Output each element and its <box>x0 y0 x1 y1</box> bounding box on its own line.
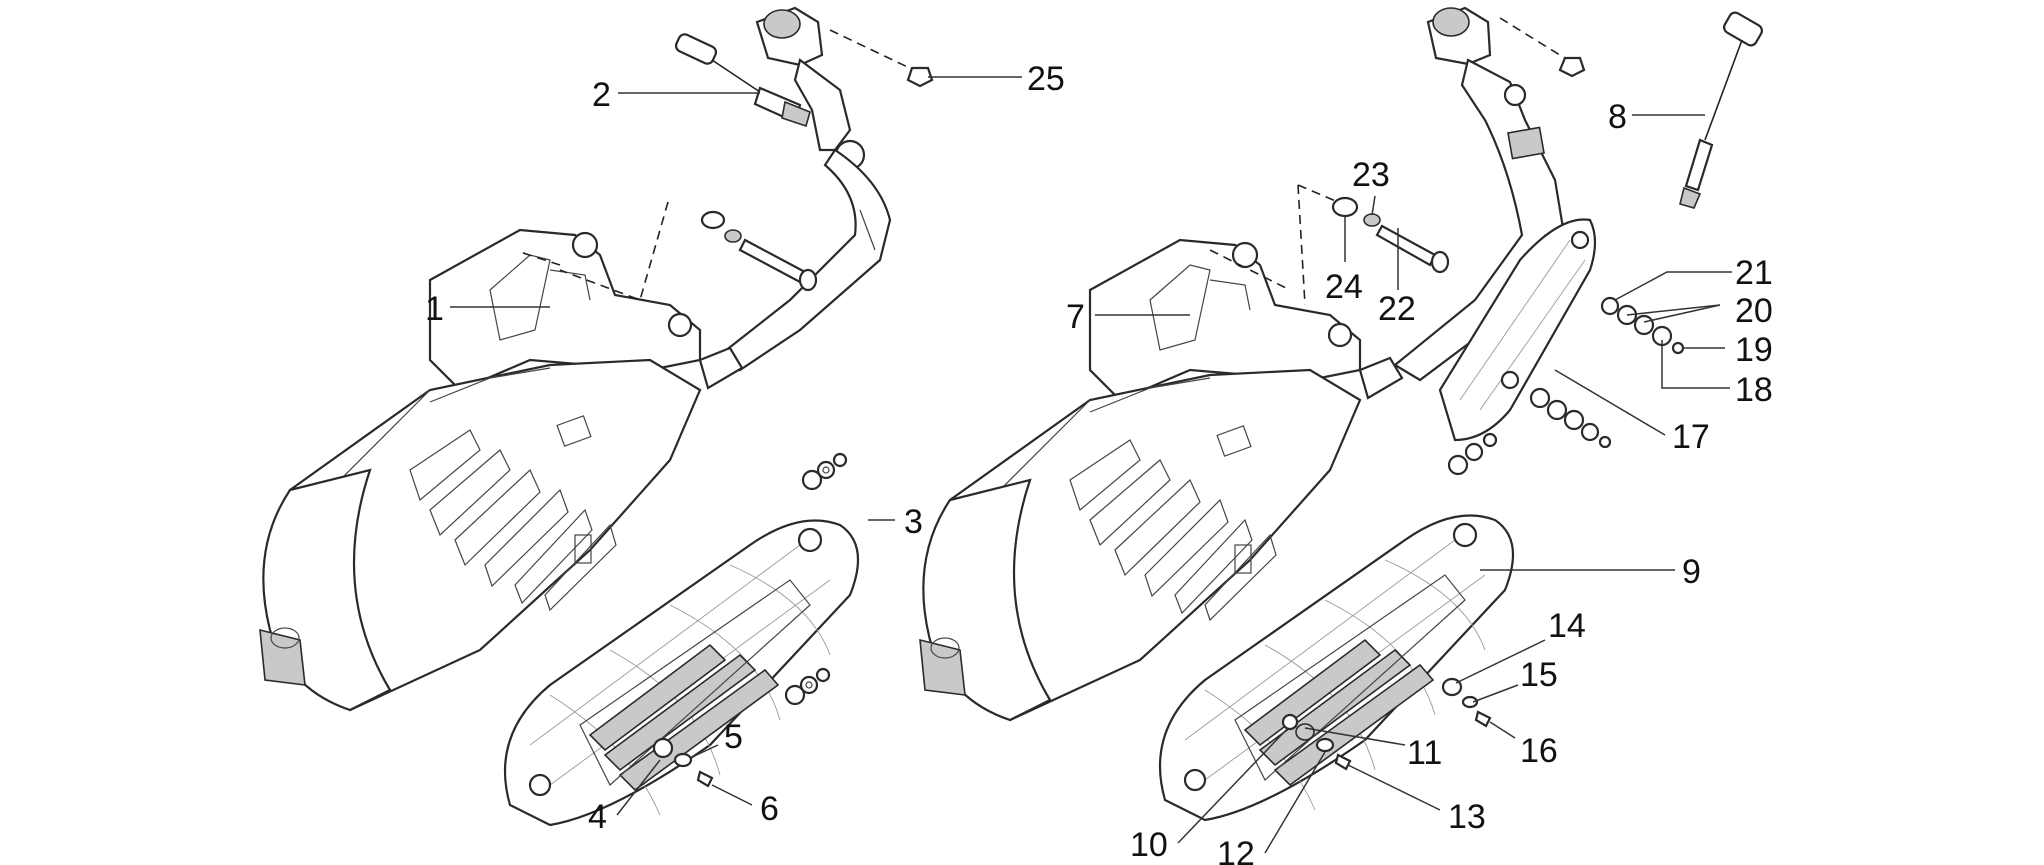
right-small-heat-shield <box>1438 218 1597 442</box>
callout-9: 9 <box>1682 553 1701 591</box>
callout-6: 6 <box>760 790 779 828</box>
right-shield-fasteners-14-16 <box>1441 677 1492 728</box>
left-muffler-assembly <box>258 6 934 827</box>
right-shield-washers-left <box>1447 432 1498 476</box>
left-exhaust-flange <box>718 6 892 372</box>
callout-18: 18 <box>1735 371 1773 409</box>
right-shield-fasteners-10-13 <box>1281 713 1352 771</box>
callout-8: 8 <box>1608 98 1627 136</box>
callout-10: 10 <box>1130 826 1168 864</box>
callout-14: 14 <box>1548 607 1586 645</box>
callout-12: 12 <box>1217 835 1255 865</box>
callout-23: 23 <box>1352 156 1390 194</box>
callout-17: 17 <box>1672 418 1710 456</box>
callout-7: 7 <box>1066 298 1085 336</box>
right-muffler-assembly <box>918 6 1763 822</box>
left-shield-bottom-fasteners <box>652 737 714 788</box>
left-bracket-fasteners <box>519 201 818 302</box>
left-shield-lower-washers <box>784 667 831 706</box>
callout-2: 2 <box>592 76 611 114</box>
right-bracket-fasteners <box>1209 184 1450 306</box>
left-nut <box>829 29 934 88</box>
callout-25: 25 <box>1027 60 1065 98</box>
right-nut <box>1499 17 1586 78</box>
callout-3: 3 <box>904 503 923 541</box>
callout-16: 16 <box>1520 732 1558 770</box>
callout-4: 4 <box>588 798 607 836</box>
callout-24: 24 <box>1325 268 1363 306</box>
callout-19: 19 <box>1735 331 1773 369</box>
leader-lines <box>450 76 1732 854</box>
right-shield-washers-middle <box>1529 387 1612 449</box>
callout-21: 21 <box>1735 254 1773 292</box>
right-oxygen-sensor <box>1679 11 1763 209</box>
right-shield-washers-upper <box>1600 296 1685 355</box>
callout-5: 5 <box>724 718 743 756</box>
callout-22: 22 <box>1378 290 1416 328</box>
callout-11: 11 <box>1407 734 1442 772</box>
callout-labels: 1 2 3 4 5 6 7 8 9 10 11 12 13 14 15 16 1… <box>425 60 1773 865</box>
left-oxygen-sensor <box>674 33 811 128</box>
callout-1: 1 <box>425 290 444 328</box>
callout-15: 15 <box>1520 656 1558 694</box>
callout-13: 13 <box>1448 798 1486 836</box>
left-shield-top-washers <box>801 452 848 491</box>
callout-20: 20 <box>1735 292 1773 330</box>
